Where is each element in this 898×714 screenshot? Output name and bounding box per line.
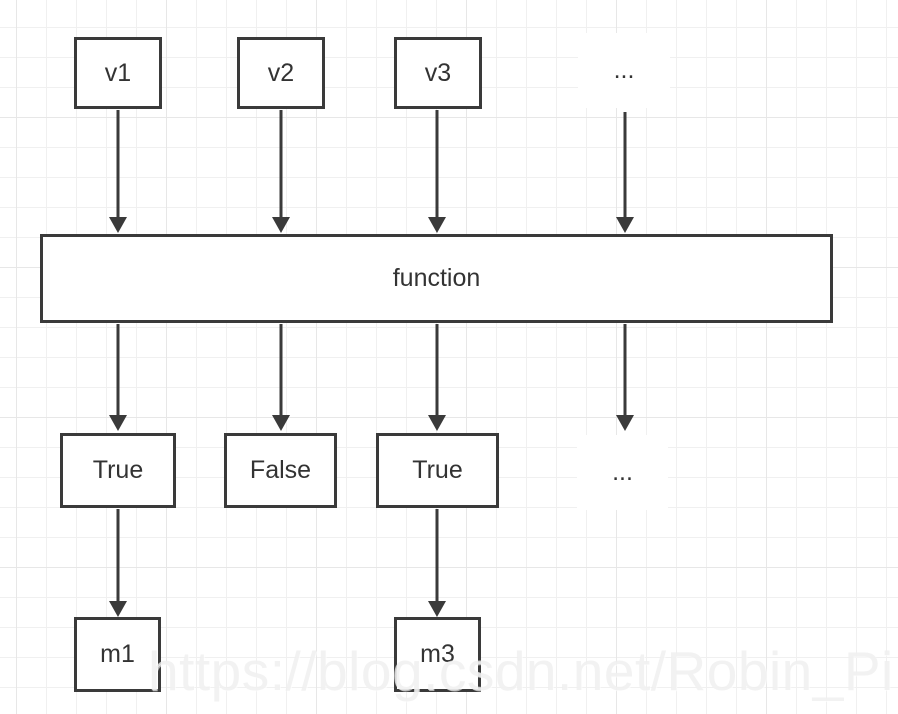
node-ellipsis-top: ... (578, 33, 670, 108)
arrow-ellipsis-to-function (616, 112, 634, 233)
watermark: https://blog.csdn.net/Robin_Pi (148, 640, 894, 702)
arrowhead-down-icon (272, 217, 290, 233)
arrow-v3-to-function (428, 110, 446, 233)
arrow-true2-to-m3 (428, 509, 446, 617)
node-m1: m1 (74, 617, 161, 692)
arrow-shaft (116, 324, 120, 418)
arrow-shaft (279, 324, 283, 418)
arrowhead-down-icon (616, 415, 634, 431)
node-v3: v3 (394, 37, 482, 109)
node-v1: v1 (74, 37, 162, 109)
node-m3: m3 (394, 617, 481, 692)
node-true1: True (60, 433, 176, 508)
arrowhead-down-icon (428, 601, 446, 617)
arrowhead-down-icon (428, 415, 446, 431)
arrowhead-down-icon (428, 217, 446, 233)
arrow-function-to-true1 (109, 324, 127, 431)
arrow-shaft (623, 112, 627, 220)
arrowhead-down-icon (109, 415, 127, 431)
node-false: False (224, 433, 337, 508)
node-v2: v2 (237, 37, 325, 109)
node-true2: True (376, 433, 499, 508)
arrow-shaft (116, 110, 120, 220)
arrow-shaft (623, 324, 627, 418)
arrow-v1-to-function (109, 110, 127, 233)
arrow-shaft (116, 509, 120, 604)
arrowhead-down-icon (109, 217, 127, 233)
arrow-function-to-ellipsis (616, 324, 634, 431)
arrow-function-to-false (272, 324, 290, 431)
node-function: function (40, 234, 833, 323)
arrow-v2-to-function (272, 110, 290, 233)
arrow-shaft (435, 110, 439, 220)
arrow-shaft (435, 324, 439, 418)
arrowhead-down-icon (616, 217, 634, 233)
arrowhead-down-icon (109, 601, 127, 617)
arrowhead-down-icon (272, 415, 290, 431)
arrow-true1-to-m1 (109, 509, 127, 617)
arrow-shaft (435, 509, 439, 604)
arrow-shaft (279, 110, 283, 220)
node-ellipsis-bottom: ... (577, 435, 668, 510)
arrow-function-to-true2 (428, 324, 446, 431)
